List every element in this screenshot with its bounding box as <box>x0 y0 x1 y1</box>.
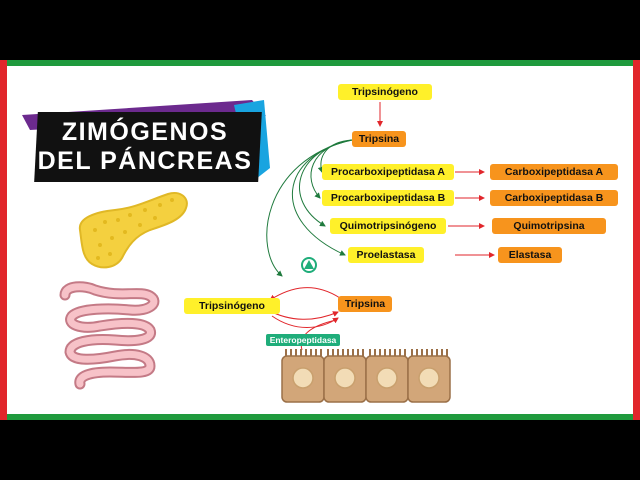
label-tripsinogeno-top: Tripsinógeno <box>338 84 432 100</box>
bottom-green-bar <box>0 414 640 420</box>
label-quimotripsinogeno: Quimotripsinógeno <box>330 218 446 234</box>
label-carboxipeptidasa-a: Carboxipeptidasa A <box>490 164 618 180</box>
pancreas-illustration <box>78 192 188 269</box>
title-line-2: DEL PÁNCREAS <box>37 147 253 175</box>
right-red-bar <box>633 60 640 420</box>
title-line-1: ZIMÓGENOS <box>61 118 229 146</box>
label-tripsina-top: Tripsina <box>352 131 406 147</box>
label-procarboxipeptidasa-a: Procarboxipeptidasa A <box>322 164 454 180</box>
label-procarboxipeptidasa-b: Procarboxipeptidasa B <box>322 190 454 206</box>
trypsin-activation-arrows <box>266 139 353 277</box>
label-carboxipeptidasa-b: Carboxipeptidasa B <box>490 190 618 206</box>
label-enteropeptidasa: Enteropeptidasa <box>266 334 340 346</box>
intestine-illustration <box>59 281 160 390</box>
diagram-graphics <box>59 102 495 403</box>
enterocyte-cells <box>281 349 451 403</box>
slide: ZIMÓGENOS DEL PÁNCREAS <box>0 60 640 420</box>
label-proelastasa: Proelastasa <box>348 247 424 263</box>
label-tripsinogeno-loop: Tripsinógeno <box>184 298 280 314</box>
label-elastasa: Elastasa <box>498 247 562 263</box>
label-quimotripsina: Quimotripsina <box>492 218 606 234</box>
top-green-bar <box>0 60 640 66</box>
left-red-bar <box>0 60 7 420</box>
plus-icon <box>301 257 317 273</box>
label-tripsina-loop: Tripsina <box>338 296 392 312</box>
title-banner: ZIMÓGENOS DEL PÁNCREAS <box>20 100 270 190</box>
